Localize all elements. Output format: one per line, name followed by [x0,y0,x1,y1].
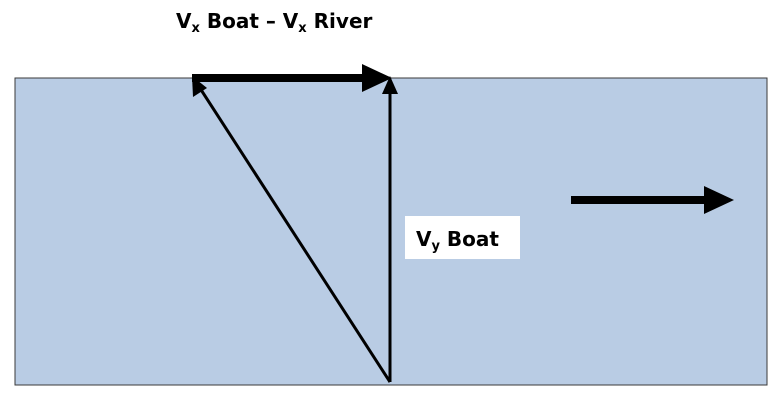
vy-boat-vector-head [382,76,398,94]
vx-difference-vector-head [362,64,392,92]
vx-label-mid: Boat – V [200,9,299,33]
vx-label-v1: V [176,9,192,33]
vx-label-sub1: x [191,21,200,36]
vy-label-sub: y [431,239,440,254]
vy-label-end: Boat [440,227,499,251]
vx-difference-label: Vx Boat – Vx River [176,9,373,36]
vx-label-sub2: x [298,21,307,36]
vy-label-background [405,216,520,259]
vy-label-v: V [416,227,432,251]
river-current-arrow-head [704,186,734,214]
vy-boat-label: Vy Boat [416,227,499,254]
resultant-vector [194,81,392,383]
vx-label-end: River [307,9,373,33]
